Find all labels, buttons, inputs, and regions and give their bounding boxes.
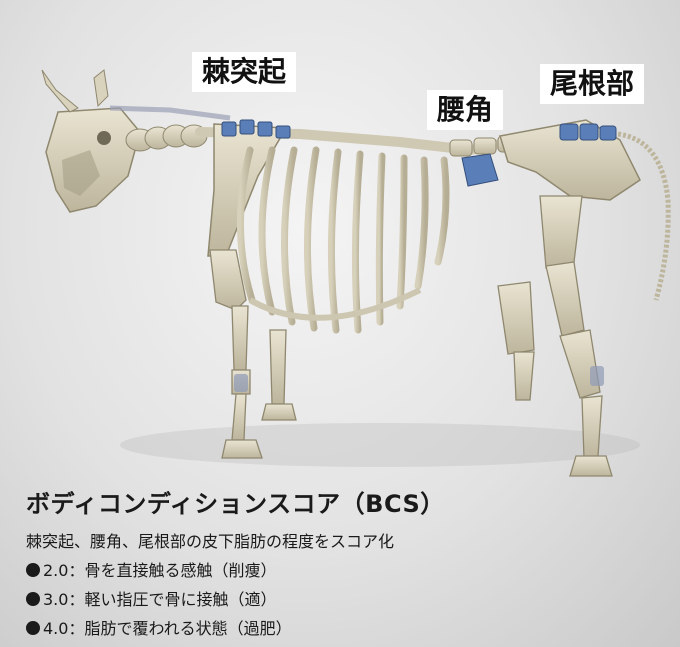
bullet-icon <box>26 563 40 577</box>
score-item-2: 2.0：骨を直接触る感触（削痩） <box>26 556 666 585</box>
caption-block: ボディコンディションスコア（BCS） 棘突起、腰角、尾根部の皮下脂肪の程度をスコ… <box>26 484 666 643</box>
tail-head-highlights <box>559 123 617 141</box>
label-tail-head: 尾根部 <box>540 64 645 104</box>
bullet-icon <box>26 621 40 635</box>
hook-bone-highlight <box>461 153 499 187</box>
rib-cage <box>236 146 450 334</box>
scapula <box>207 123 288 257</box>
ground-shadow <box>120 423 640 467</box>
score-text: 3.0：軽い指圧で骨に接触（適） <box>43 590 277 609</box>
score-text: 2.0：骨を直接触る感触（削痩） <box>43 561 277 580</box>
cervical-vertebrae <box>125 124 208 152</box>
carpus-highlight <box>234 374 248 392</box>
tail <box>617 131 671 301</box>
caption-title: ボディコンディションスコア（BCS） <box>26 490 445 518</box>
bullet-icon <box>26 592 40 606</box>
nuchal-ligament <box>109 105 231 121</box>
score-item-3: 3.0：軽い指圧で骨に接触（適） <box>26 585 666 614</box>
label-hook-bone: 腰角 <box>427 90 504 130</box>
spinous-process-highlights <box>221 119 291 139</box>
score-text: 4.0：脂肪で覆われる状態（過肥） <box>43 619 292 638</box>
front-leg <box>209 249 297 459</box>
score-item-4: 4.0：脂肪で覆われる状態（過肥） <box>26 614 666 643</box>
score-list: 2.0：骨を直接触る感触（削痩） 3.0：軽い指圧で骨に接触（適） 4.0：脂肪… <box>26 556 666 643</box>
label-spinous-process: 棘突起 <box>192 52 297 92</box>
caption-subtitle: 棘突起、腰角、尾根部の皮下脂肪の程度をスコア化 <box>26 532 395 551</box>
skull <box>41 69 141 213</box>
sternum <box>248 287 422 321</box>
hock-highlight <box>590 366 604 386</box>
